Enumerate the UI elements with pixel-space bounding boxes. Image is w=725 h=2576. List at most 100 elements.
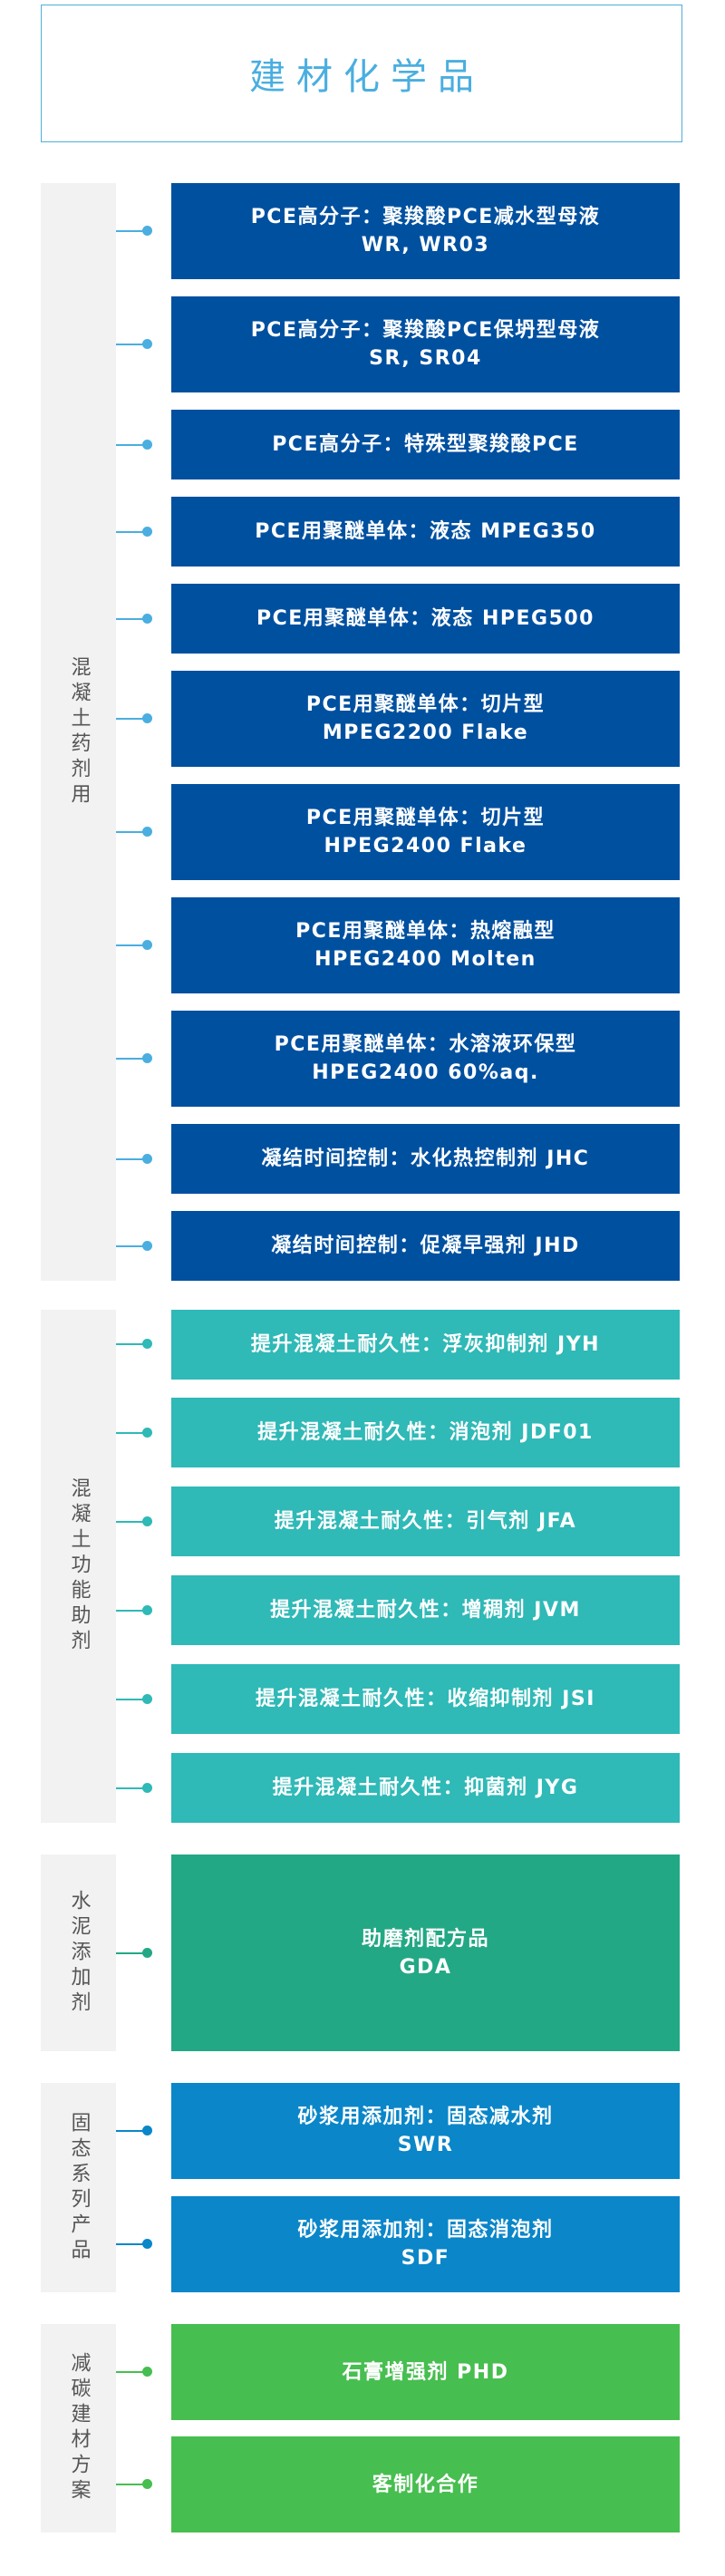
connector-dot-icon — [142, 1428, 152, 1438]
connector — [116, 444, 146, 446]
product-phd[interactable]: 石膏增强剂 PHD — [171, 2324, 680, 2420]
connector — [116, 2243, 146, 2245]
product-jsi[interactable]: 提升混凝土耐久性：收缩抑制剂 JSI — [171, 1664, 680, 1734]
category-low-carbon: 减碳建材方案 石膏增强剂 PHD 客制化合作 — [41, 2324, 684, 2532]
product-label: 提升混凝土耐久性：增稠剂 JVM — [270, 1599, 581, 1622]
category-label-box: 混凝土药剂用 — [41, 183, 116, 1281]
connector — [116, 1343, 146, 1345]
connector — [116, 1610, 146, 1612]
connector — [116, 1699, 146, 1700]
product-custom-cooperation[interactable]: 客制化合作 — [171, 2436, 680, 2532]
product-jyg[interactable]: 提升混凝土耐久性：抑菌剂 JYG — [171, 1753, 680, 1823]
product-jhd[interactable]: 凝结时间控制：促凝早强剂 JHD — [171, 1211, 680, 1281]
connector-dot-icon — [142, 527, 152, 537]
product-jdf01[interactable]: 提升混凝土耐久性：消泡剂 JDF01 — [171, 1398, 680, 1467]
category-label-box: 水泥添加剂 — [41, 1855, 116, 2051]
connector-dot-icon — [142, 940, 152, 950]
connector — [116, 531, 146, 533]
product-jhc[interactable]: 凝结时间控制：水化热控制剂 JHC — [171, 1124, 680, 1194]
connector-dot-icon — [142, 1339, 152, 1349]
connector — [116, 1158, 146, 1160]
product-hpeg500[interactable]: PCE用聚醚单体：液态 HPEG500 — [171, 584, 680, 654]
connector — [116, 230, 146, 232]
product-label: 凝结时间控制：水化热控制剂 JHC — [261, 1148, 590, 1170]
product-label: PCE高分子：特殊型聚羧酸PCE — [272, 433, 579, 456]
product-label: 客制化合作 — [372, 2473, 479, 2496]
category-label: 混凝土功能助剂 — [67, 1477, 91, 1655]
connector-dot-icon — [142, 1694, 152, 1704]
connector-dot-icon — [142, 2239, 152, 2249]
connector-dot-icon — [142, 2367, 152, 2377]
connector-dot-icon — [142, 1241, 152, 1251]
product-label: 提升混凝土耐久性：收缩抑制剂 JSI — [256, 1688, 595, 1710]
category-label: 固态系列产品 — [67, 2111, 91, 2264]
product-jvm[interactable]: 提升混凝土耐久性：增稠剂 JVM — [171, 1575, 680, 1645]
connector-dot-icon — [142, 1783, 152, 1793]
connector-dot-icon — [142, 2126, 152, 2135]
product-label: 提升混凝土耐久性：抑菌剂 JYG — [272, 1777, 579, 1799]
product-mpeg350[interactable]: PCE用聚醚单体：液态 MPEG350 — [171, 497, 680, 567]
product-label: 提升混凝土耐久性：浮灰抑制剂 JYH — [250, 1333, 601, 1356]
category-label: 水泥添加剂 — [67, 1889, 91, 2017]
connector-dot-icon — [142, 226, 152, 236]
connector — [116, 1058, 146, 1060]
product-jyh[interactable]: 提升混凝土耐久性：浮灰抑制剂 JYH — [171, 1310, 680, 1380]
connector — [116, 1245, 146, 1247]
category-label-box: 固态系列产品 — [41, 2083, 116, 2292]
product-label: PCE用聚醚单体：液态 MPEG350 — [255, 520, 596, 543]
connector — [116, 1432, 146, 1434]
product-label: PCE用聚醚单体：液态 HPEG500 — [256, 607, 594, 630]
category-label-box: 混凝土功能助剂 — [41, 1310, 116, 1823]
category-label: 减碳建材方案 — [67, 2352, 91, 2504]
connector-dot-icon — [142, 713, 152, 723]
product-label: 提升混凝土耐久性：引气剂 JFA — [274, 1510, 577, 1533]
product-label: 凝结时间控制：促凝早强剂 JHD — [271, 1235, 580, 1257]
connector — [116, 718, 146, 720]
product-special-pce[interactable]: PCE高分子：特殊型聚羧酸PCE — [171, 410, 680, 479]
connector-dot-icon — [142, 2479, 152, 2489]
connector — [116, 618, 146, 620]
connector-dot-icon — [142, 1516, 152, 1526]
product-label: 提升混凝土耐久性：消泡剂 JDF01 — [257, 1421, 594, 1444]
connector — [116, 831, 146, 833]
product-jfa[interactable]: 提升混凝土耐久性：引气剂 JFA — [171, 1487, 680, 1556]
connector-dot-icon — [142, 1053, 152, 1063]
connector — [116, 944, 146, 946]
connector-dot-icon — [142, 1154, 152, 1164]
connector — [116, 1952, 146, 1954]
connector — [116, 344, 146, 345]
connector — [116, 2484, 146, 2485]
page-title-box: 建材化学品 — [41, 5, 682, 142]
connector — [116, 2371, 146, 2373]
connector — [116, 1521, 146, 1523]
connector-dot-icon — [142, 614, 152, 624]
connector-dot-icon — [142, 1605, 152, 1615]
category-label: 混凝土药剂用 — [67, 655, 91, 809]
connector-dot-icon — [142, 827, 152, 837]
category-concrete-functional: 混凝土功能助剂 提升混凝土耐久性：浮灰抑制剂 JYH 提升混凝土耐久性：消泡剂 … — [41, 1310, 684, 1823]
connector — [116, 2130, 146, 2132]
product-label: 石膏增强剂 PHD — [342, 2360, 509, 2384]
connector-dot-icon — [142, 440, 152, 450]
connector — [116, 1787, 146, 1789]
